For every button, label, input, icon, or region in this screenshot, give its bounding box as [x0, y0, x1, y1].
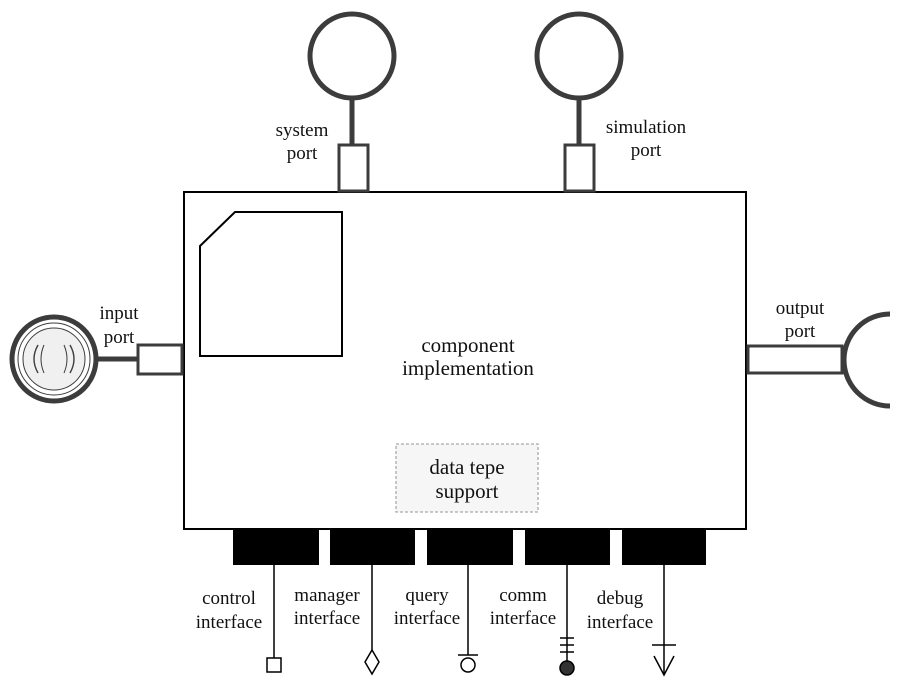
component-label-line2: implementation — [402, 356, 534, 380]
system-port-lollipop-icon — [307, 11, 397, 101]
debug-interface-block — [622, 530, 706, 565]
system-port: system port — [276, 11, 397, 193]
input-port-label-line2: port — [104, 327, 135, 348]
control-interface-label-line2: interface — [196, 612, 262, 633]
simulation-port-square — [563, 143, 596, 193]
query-interface-block — [427, 530, 513, 565]
simulation-port-label-line1: simulation — [606, 117, 687, 138]
input-port-square — [136, 343, 184, 376]
manager-interface-label-line1: manager — [294, 585, 360, 606]
input-port-label-line1: input — [99, 303, 139, 324]
system-port-label-line2: port — [287, 143, 318, 164]
manager-interface: manager interface — [294, 530, 415, 676]
comm-interface-label-line2: interface — [490, 608, 556, 629]
square-terminal-icon — [266, 657, 282, 673]
simulation-port: simulation port — [534, 11, 687, 193]
comm-interface-block — [525, 530, 610, 565]
output-port: output port — [746, 298, 891, 409]
output-port-bar — [746, 344, 844, 375]
query-interface: query interface — [394, 530, 513, 673]
manager-interface-block — [330, 530, 415, 565]
control-interface: control interface — [196, 530, 319, 673]
control-interface-label-line1: control — [202, 588, 256, 609]
comm-interface: comm interface — [490, 530, 610, 676]
debug-interface-label-line1: debug — [597, 588, 644, 609]
data-type-label-line1: data tepe — [429, 455, 504, 479]
simulation-port-lollipop-icon — [534, 11, 624, 101]
arrow-down-terminal-icon — [653, 655, 675, 677]
system-port-square — [337, 143, 370, 193]
simulation-port-label-line2: port — [631, 140, 662, 161]
debug-interface-label-line2: interface — [587, 612, 653, 633]
control-interface-block — [233, 530, 319, 565]
input-port: input port — [9, 303, 184, 404]
manager-interface-label-line2: interface — [294, 608, 360, 629]
query-interface-label-line2: interface — [394, 608, 460, 629]
debug-interface: debug interface — [587, 530, 706, 677]
diamond-terminal-icon — [364, 648, 380, 676]
query-interface-label-line1: query — [405, 585, 449, 606]
output-port-label-line2: port — [785, 321, 816, 342]
comm-interface-label-line1: comm — [499, 585, 547, 606]
implementation-document-shape — [199, 211, 343, 357]
data-type-support-box — [395, 443, 539, 513]
output-port-socket-icon — [841, 311, 891, 409]
circle-terminal-icon — [460, 657, 476, 673]
system-port-label-line1: system — [276, 120, 329, 141]
component-label-line1: component — [421, 333, 514, 357]
filled-circle-terminal-icon — [559, 660, 575, 676]
data-type-label-line2: support — [436, 479, 499, 503]
output-port-label-line1: output — [776, 298, 825, 319]
